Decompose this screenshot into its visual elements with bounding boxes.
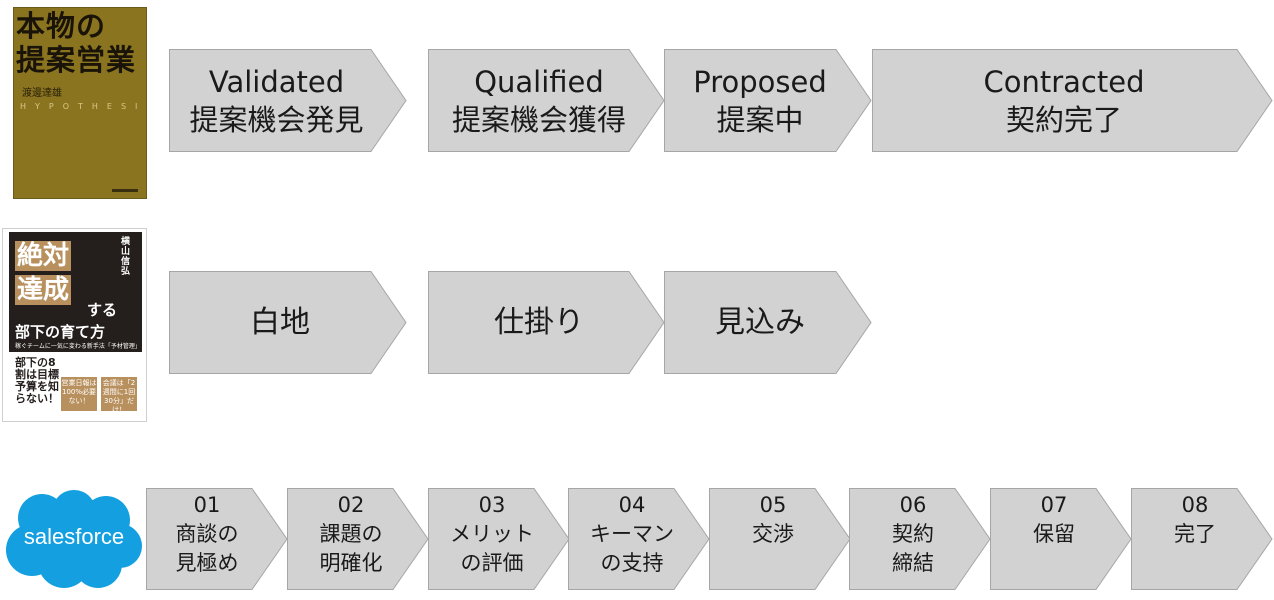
stage-06-num: 06: [899, 493, 927, 517]
stage-qualified: Qualified 提案機会獲得: [428, 49, 665, 152]
stage-04-num: 04: [618, 493, 646, 517]
stage-02: 02 課題の 明確化: [287, 488, 429, 590]
stage-04-line2: の支持: [600, 551, 664, 575]
stage-shikakari-ja: 仕掛り: [494, 304, 584, 340]
chevron-shape: [428, 271, 665, 374]
chevron-shape: [568, 488, 710, 590]
book2-title-line1: 絶対: [15, 241, 72, 271]
stage-proposed-ja: 提案中: [716, 102, 804, 137]
book2-tagline: 稼ぐチームに一気に変わる新手法「予材管理」: [15, 343, 141, 350]
stage-contracted-ja: 契約完了: [1005, 102, 1122, 137]
chevron-shape: [709, 488, 851, 590]
stage-05-line1: 交渉: [752, 522, 794, 546]
chevron-shape: [428, 488, 570, 590]
stage-07: 07 保留: [990, 488, 1132, 590]
stage-proposed: Proposed 提案中: [664, 49, 872, 152]
chevron-shape: [990, 488, 1132, 590]
book-cover-honmono-teian-eigyo: 本物の 提案営業 渡邊達雄 HYPOTHESIS: [13, 7, 147, 199]
stage-08: 08 完了: [1131, 488, 1273, 590]
book2-title-line2: 達成: [15, 275, 72, 305]
book1-hypothesis: HYPOTHESIS: [20, 102, 147, 111]
stage-08-line1: 完了: [1174, 522, 1216, 546]
stage-validated-en: Validated: [208, 64, 345, 99]
stage-01-line2: 見極め: [175, 551, 239, 575]
book2-author: 横山信弘: [121, 237, 131, 277]
chevron-shape: [146, 488, 288, 590]
stage-08-num: 08: [1181, 493, 1209, 517]
stage-contracted-en: Contracted: [983, 64, 1145, 99]
stage-qualified-en: Qualified: [474, 64, 604, 99]
stage-03: 03 メリット の評価: [428, 488, 570, 590]
stage-02-line2: 明確化: [319, 551, 383, 575]
stage-02-line1: 課題の: [319, 522, 383, 546]
chevron-shape: [872, 49, 1273, 152]
stage-shiroji-ja: 白地: [250, 304, 310, 340]
stage-01: 01 商談の 見極め: [146, 488, 288, 590]
stage-03-line2: の評価: [460, 551, 524, 575]
stage-05-num: 05: [759, 493, 787, 517]
book1-author: 渡邊達雄: [22, 88, 62, 99]
chevron-shape: [169, 49, 407, 152]
book2-box1: 営業日報は100%必要ない！: [61, 377, 97, 411]
book2-box2: 会議は「2週間に1回30分」だけ！: [101, 377, 137, 414]
stage-mikomi: 見込み: [664, 271, 872, 374]
chevron-shape: [169, 271, 407, 374]
book2-title-suffix: する: [87, 301, 118, 319]
stage-02-num: 02: [337, 493, 365, 517]
stage-01-num: 01: [193, 493, 221, 517]
chevron-shape: [849, 488, 991, 590]
book-cover-zettai-tassei: 絶対 達成 する 部下の育て方 稼ぐチームに一気に変わる新手法「予材管理」 横山…: [2, 228, 147, 422]
stage-06-line1: 契約: [892, 522, 934, 546]
salesforce-cloud-icon: [6, 490, 142, 588]
stage-04-line1: キーマン: [590, 522, 674, 546]
book2-title-line3: 部下の育て方: [15, 323, 106, 341]
stage-07-line1: 保留: [1033, 522, 1075, 546]
chevron-shape: [664, 271, 872, 374]
chevron-shape: [428, 49, 665, 152]
book2-side-text: 部下の8割は目標予算を知らない！: [15, 356, 59, 405]
stage-03-line1: メリット: [450, 522, 534, 546]
stage-contracted: Contracted 契約完了: [872, 49, 1273, 152]
stage-05: 05 交渉: [709, 488, 851, 590]
stage-01-line1: 商談の: [175, 522, 239, 546]
salesforce-wordmark: salesforce: [23, 524, 125, 549]
chevron-shape: [1131, 488, 1273, 590]
stage-qualified-ja: 提案機会獲得: [451, 102, 626, 137]
stage-06: 06 契約 締結: [849, 488, 991, 590]
stage-shikakari: 仕掛り: [428, 271, 665, 374]
stage-validated-ja: 提案機会発見: [189, 102, 364, 137]
stage-validated: Validated 提案機会発見: [169, 49, 407, 152]
chevron-shape: [287, 488, 429, 590]
stage-06-line2: 締結: [892, 551, 934, 575]
chevron-shape: [664, 49, 872, 152]
salesforce-logo: salesforce: [2, 488, 146, 592]
stage-04: 04 キーマン の支持: [568, 488, 710, 590]
stage-proposed-en: Proposed: [693, 64, 827, 99]
stage-07-num: 07: [1040, 493, 1068, 517]
stage-03-num: 03: [478, 493, 506, 517]
stage-shiroji: 白地: [169, 271, 407, 374]
stage-mikomi-ja: 見込み: [715, 304, 805, 340]
book1-publisher-mark: [112, 189, 138, 192]
book1-title-line2: 提案営業: [16, 43, 137, 77]
book1-title-line1: 本物の: [16, 9, 107, 43]
